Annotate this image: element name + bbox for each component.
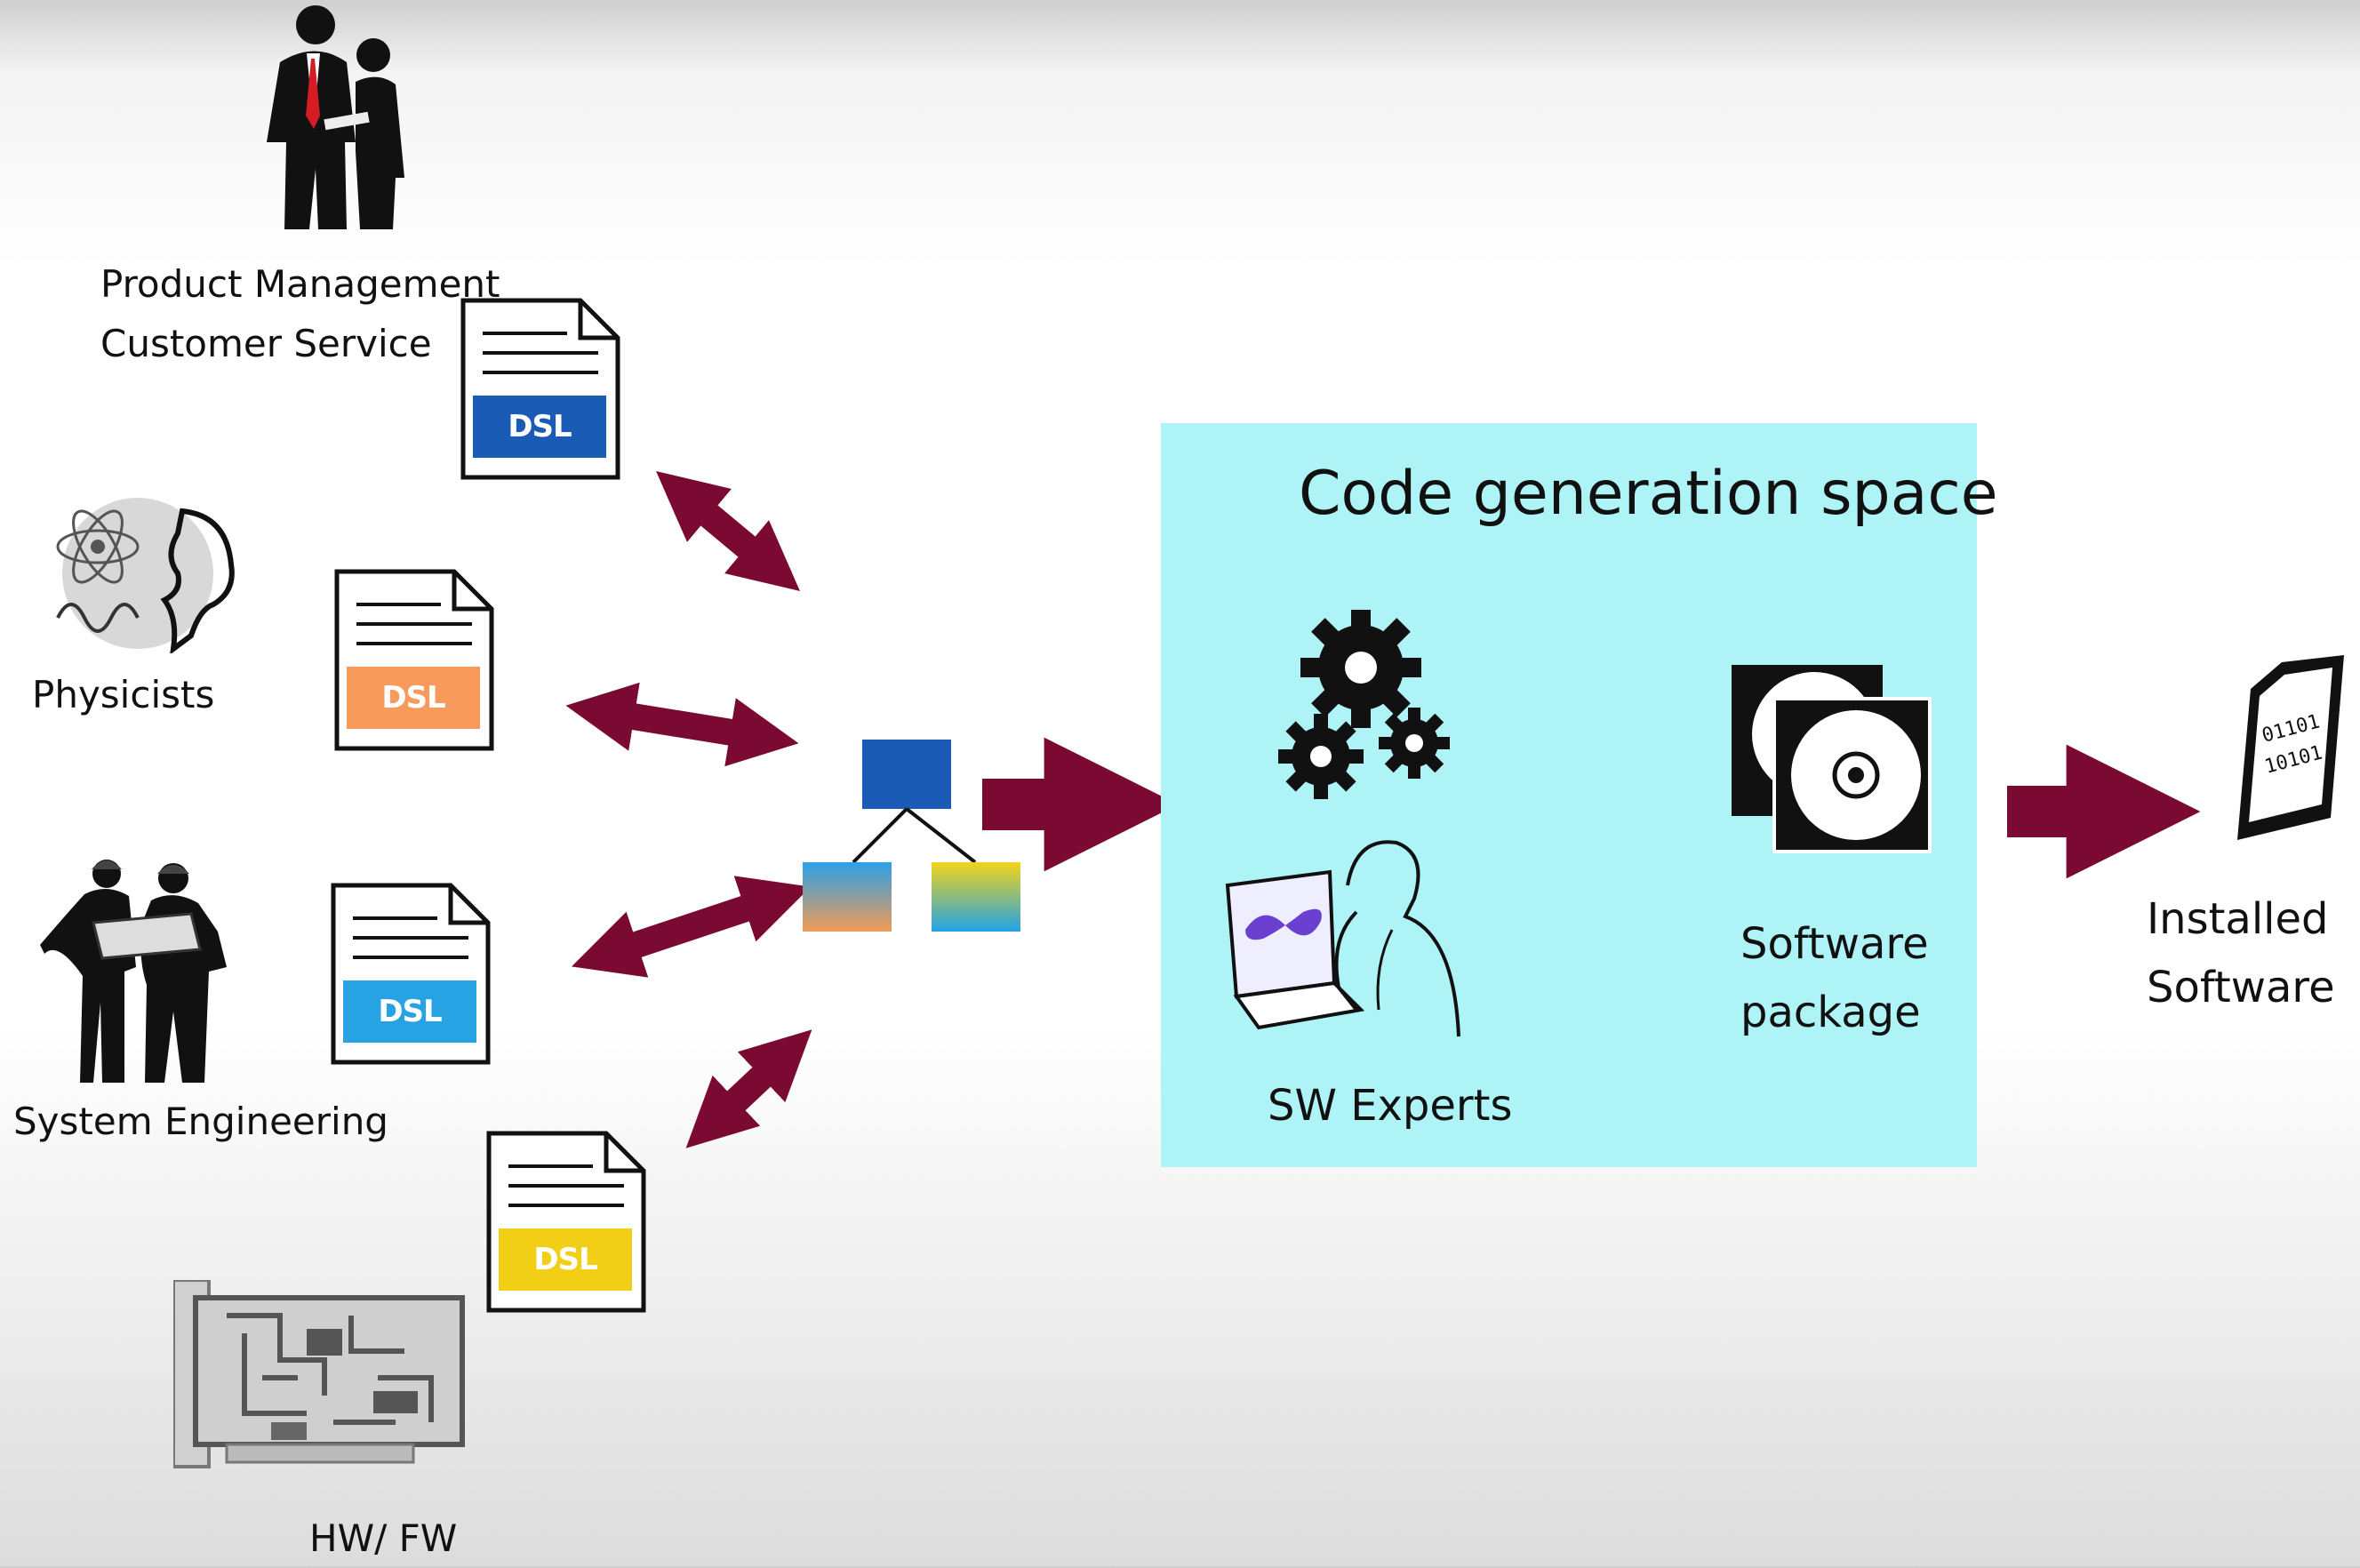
double-arrow bbox=[572, 876, 811, 978]
dsl-label: DSL bbox=[347, 667, 480, 729]
code-generation-title: Code generation space bbox=[1299, 459, 1998, 529]
software-package-icon bbox=[1732, 665, 1932, 853]
dsl-document: DSL bbox=[334, 569, 494, 751]
software-package-label: Software package bbox=[1740, 919, 1929, 1037]
system-engineering-label: System Engineering bbox=[13, 1100, 388, 1143]
dsl-document: DSL bbox=[486, 1131, 646, 1313]
dsl-label: DSL bbox=[343, 980, 476, 1043]
dsl-label: DSL bbox=[499, 1228, 632, 1291]
double-arrow bbox=[656, 471, 800, 591]
dsl-document: DSL bbox=[331, 883, 491, 1065]
engineers-icon bbox=[40, 860, 227, 1083]
installed-software-label: Installed Software bbox=[2147, 894, 2335, 1012]
management-label: Product Management Customer Service bbox=[100, 262, 500, 366]
dsl-document: DSL bbox=[460, 298, 620, 480]
business-people-icon bbox=[267, 5, 404, 230]
model-tree-icon bbox=[803, 740, 1020, 932]
double-arrow bbox=[565, 682, 799, 767]
double-arrow bbox=[685, 1029, 812, 1148]
physicists-label: Physicists bbox=[32, 673, 215, 716]
sw-expert-icon bbox=[1225, 840, 1460, 1037]
binary-file-icon: 01101 10101 bbox=[2237, 655, 2344, 840]
circuit-board-icon bbox=[173, 1280, 465, 1468]
dsl-label: DSL bbox=[473, 396, 606, 458]
code-generation-box: Code generation space bbox=[1161, 423, 1998, 1167]
physicist-icon bbox=[56, 498, 235, 653]
gears-icon bbox=[1278, 610, 1450, 799]
sw-experts-label: SW Experts bbox=[1268, 1081, 1513, 1131]
hw-fw-label: HW/ FW bbox=[309, 1516, 458, 1560]
